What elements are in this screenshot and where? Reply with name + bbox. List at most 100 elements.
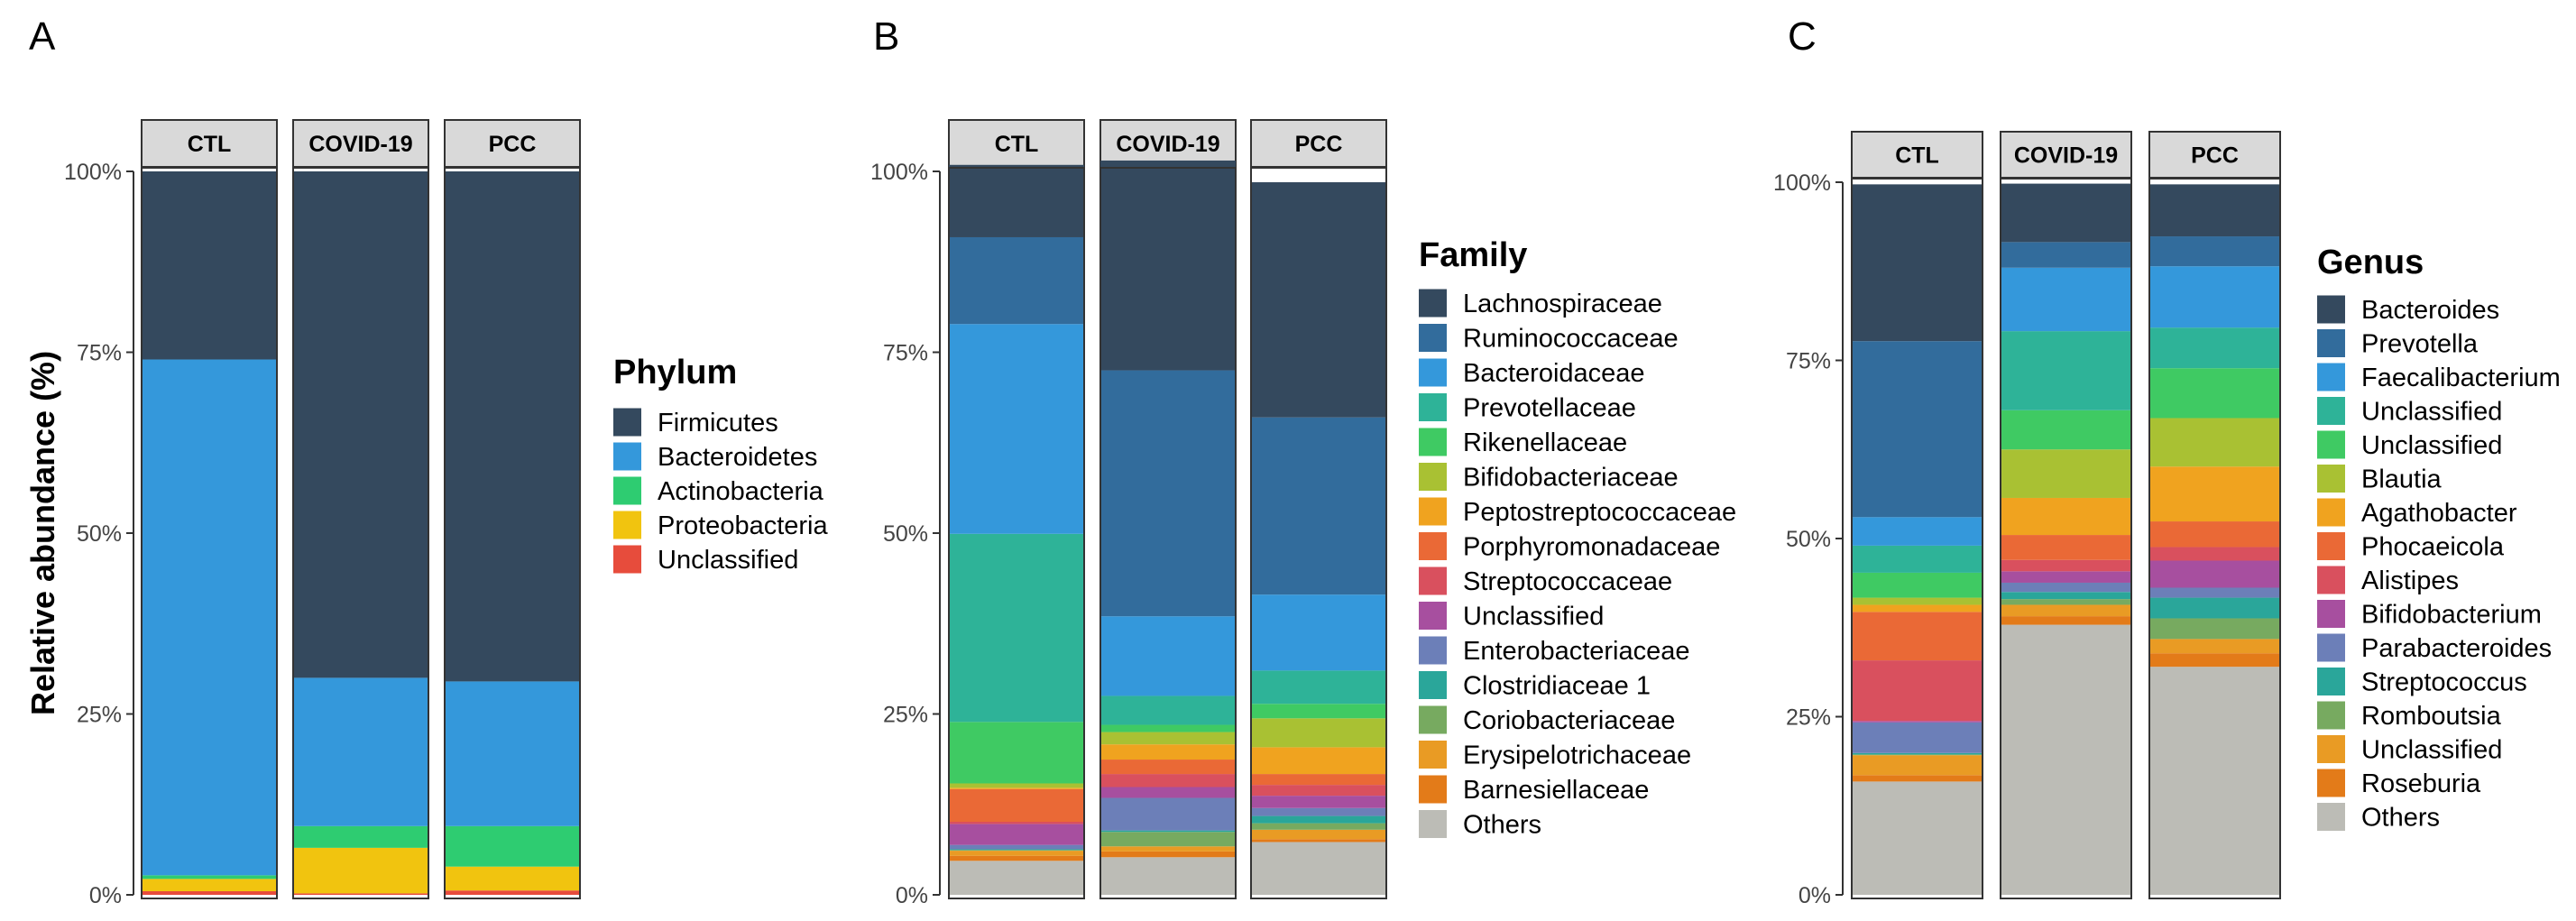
- legend-item: Enterobacteriaceae: [1419, 636, 1690, 666]
- bar-segment-clostridiaceae-1: [949, 849, 1084, 851]
- bar-segment-actinobacteria: [142, 875, 277, 880]
- bar-segment-firmicutes: [293, 171, 428, 678]
- facet-label: CTL: [995, 132, 1039, 157]
- bar-segment-agathobacter: [2149, 466, 2280, 522]
- bar-segment-coriobacteriaceae: [949, 850, 1084, 852]
- legend-item: Actinobacteria: [613, 476, 824, 506]
- bar-segment-others: [1852, 781, 1983, 895]
- bar-segment-unclassified: [293, 893, 428, 895]
- bar-segment-faecalibacterium: [2149, 266, 2280, 328]
- legend-swatch: [1419, 636, 1447, 665]
- bar-segment-ruminococcaceae: [1100, 370, 1236, 617]
- bar-segment-unclassified: [2001, 410, 2131, 450]
- bar-segment-ruminococcaceae: [1251, 417, 1386, 595]
- legend-swatch: [1419, 289, 1447, 318]
- facet-border: [948, 167, 1085, 899]
- legend-label: Unclassified: [2361, 431, 2502, 460]
- panel-letter: C: [1788, 14, 1817, 59]
- bar-segment-roseburia: [1852, 775, 1983, 782]
- legend-item: Coriobacteriaceae: [1419, 705, 1675, 735]
- legend-label: Firmicutes: [658, 409, 778, 437]
- bar-segment-unclassified: [445, 890, 580, 895]
- legend-title: Phylum: [613, 354, 737, 391]
- legend-item: Firmicutes: [613, 408, 778, 437]
- bar-segment-unclassified: [142, 890, 277, 895]
- legend-swatch: [2317, 329, 2345, 357]
- bar-segment-erysipelotrichaceae: [1251, 829, 1386, 840]
- bar-segment-bacteroidetes: [142, 359, 277, 876]
- legend-swatch: [1419, 428, 1447, 456]
- bar-segment-prevotellaceae: [1100, 695, 1236, 725]
- facet-border: [141, 167, 278, 899]
- legend-label: Actinobacteria: [658, 477, 824, 506]
- legend-swatch: [1419, 532, 1447, 560]
- y-tick-label: 50%: [77, 521, 122, 547]
- bar-segment-phocaeicola: [2001, 535, 2131, 560]
- bar-segment-bifidobacteriaceae: [1251, 718, 1386, 748]
- bar-segment-agathobacter: [1852, 604, 1983, 612]
- legend-item: Rikenellaceae: [1419, 428, 1627, 457]
- legend-item: Others: [2317, 803, 2440, 833]
- facet-label: COVID-19: [2014, 143, 2118, 169]
- bar-segment-unclassified: [2001, 331, 2131, 410]
- y-tick-label: 25%: [77, 703, 122, 728]
- legend-swatch: [1419, 775, 1447, 804]
- facet-pcc: PCC: [2148, 131, 2281, 899]
- bar-segment-barnesiellaceae: [1251, 839, 1386, 843]
- bar-segment-streptococcaceae: [1251, 785, 1386, 797]
- legend-item: Parabacteroides: [2317, 633, 2552, 663]
- legend-label: Bifidobacterium: [2361, 601, 2542, 630]
- facet-border: [1099, 167, 1237, 899]
- facet-border: [2000, 178, 2132, 899]
- legend-item: Peptostreptococcaceae: [1419, 497, 1736, 527]
- legend-swatch: [2317, 363, 2345, 391]
- y-tick-label: 25%: [1786, 705, 1831, 731]
- bar-segment-bacteroides: [2001, 183, 2131, 243]
- facet-label: CTL: [188, 132, 232, 157]
- legend-swatch: [1419, 705, 1447, 734]
- legend-swatch: [2317, 532, 2345, 560]
- y-tick-label: 100%: [870, 160, 928, 185]
- bar-segment-lachnospiraceae: [949, 164, 1084, 237]
- bar-segment-bacteroides: [1852, 184, 1983, 342]
- bar-segment-blautia: [2001, 449, 2131, 498]
- legend-swatch: [1419, 393, 1447, 421]
- bar-segment-porphyromonadaceae: [949, 788, 1084, 822]
- legend-item: Porphyromonadaceae: [1419, 532, 1720, 562]
- bar-segment-unclassified: [949, 824, 1084, 845]
- legend-label: Others: [1463, 811, 1541, 840]
- bar-segment-agathobacter: [2001, 497, 2131, 536]
- bar-segment-bacteroides: [2149, 184, 2280, 237]
- y-tick-label: 75%: [1786, 349, 1831, 374]
- bar-segment-phocaeicola: [2149, 521, 2280, 548]
- legend-label: Streptococcaceae: [1463, 567, 1672, 596]
- legend-label: Roseburia: [2361, 769, 2481, 798]
- legend-title: Genus: [2317, 244, 2424, 281]
- bar-segment-parabacteroides: [1852, 722, 1983, 753]
- legend-item: Unclassified: [613, 545, 798, 575]
- legend-label: Lachnospiraceae: [1463, 290, 1662, 318]
- legend-label: Prevotellaceae: [1463, 394, 1636, 423]
- bar-segment-streptococcus: [1852, 752, 1983, 755]
- bar-segment-enterobacteriaceae: [1251, 807, 1386, 816]
- bar-segment-rikenellaceae: [1100, 724, 1236, 732]
- y-tick-label: 50%: [883, 521, 928, 547]
- y-tick-label: 75%: [883, 341, 928, 366]
- bar-segment-streptococcus: [2149, 597, 2280, 619]
- legend-item: Phocaeicola: [2317, 532, 2505, 562]
- facet-label: CTL: [1895, 143, 1939, 169]
- facet-border: [1851, 178, 1983, 899]
- legend-swatch: [2317, 397, 2345, 425]
- legend-swatch: [2317, 633, 2345, 662]
- bar-segment-parabacteroides: [2149, 587, 2280, 598]
- bar-segment-alistipes: [2149, 547, 2280, 561]
- bar-segment-proteobacteria: [293, 847, 428, 894]
- bar-segment-peptostreptococcaceae: [949, 787, 1084, 789]
- legend-label: Bacteroides: [2361, 296, 2499, 325]
- legend-label: Unclassified: [2361, 736, 2502, 765]
- legend-item: Streptococcus: [2317, 668, 2527, 697]
- legend-item: Unclassified: [2317, 735, 2502, 765]
